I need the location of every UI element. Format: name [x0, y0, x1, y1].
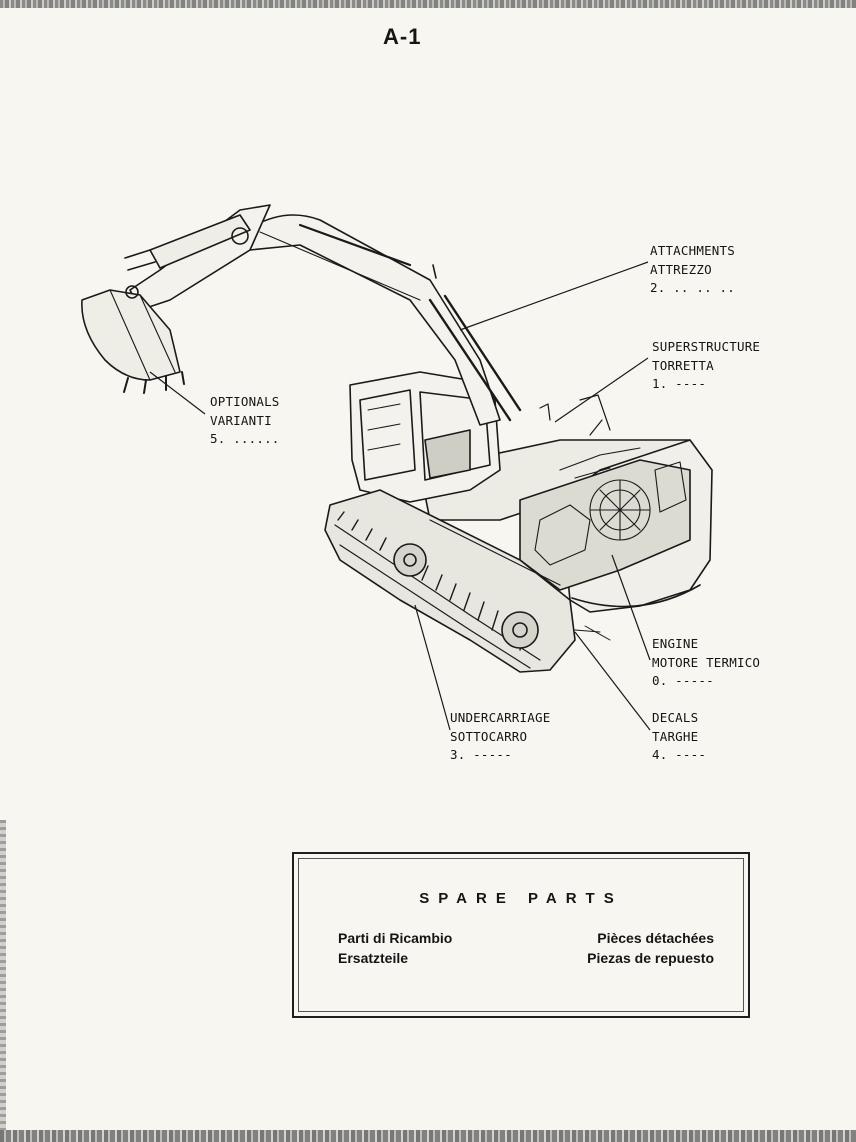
leader-superstructure	[554, 357, 649, 423]
spare-parts-inner-frame	[298, 858, 744, 1012]
spare-parts-german: Ersatzteile	[338, 950, 409, 966]
leader-undercarriage	[414, 604, 451, 731]
callout-decals: DECALS TARGHE 4. ----	[652, 709, 706, 765]
callout-decals-it: TARGHE	[652, 728, 699, 744]
callout-engine: ENGINE MOTORE TERMICO 0. -----	[652, 635, 760, 691]
callout-decals-en: DECALS	[652, 710, 699, 725]
scan-edge-bottom	[0, 1130, 856, 1142]
callout-attachments: ATTACHMENTS ATTREZZO 2. .. .. ..	[650, 242, 735, 298]
callout-engine-it: MOTORE TERMICO	[652, 654, 761, 670]
leader-optionals	[149, 371, 206, 415]
bucket	[81, 289, 181, 381]
spare-parts-box: SPARE PARTS Parti di Ricambio Ersatzteil…	[292, 852, 750, 1018]
callout-attachments-en: ATTACHMENTS	[650, 243, 735, 258]
leader-decals	[574, 631, 651, 731]
spare-parts-french: Pièces détachées	[597, 930, 714, 946]
callout-superstructure-en: SUPERSTRUCTURE	[652, 339, 761, 354]
callout-superstructure-it: TORRETTA	[652, 357, 714, 373]
callout-undercarriage-code: 3. -----	[450, 747, 512, 762]
scan-edge-left	[0, 820, 6, 1130]
spare-parts-spanish: Piezas de repuesto	[587, 950, 714, 966]
callout-optionals-it: VARIANTI	[210, 412, 272, 428]
callout-optionals-code: 5. ......	[210, 431, 280, 446]
callout-undercarriage-it: SOTTOCARRO	[450, 728, 528, 744]
leader-attachments	[459, 261, 649, 331]
callout-optionals-en: OPTIONALS	[210, 394, 280, 409]
scan-edge-top	[0, 0, 856, 8]
callout-superstructure: SUPERSTRUCTURE TORRETTA 1. ----	[652, 338, 760, 394]
callout-decals-code: 4. ----	[652, 747, 707, 762]
spare-parts-italian: Parti di Ricambio	[338, 930, 453, 946]
callout-engine-code: 0. -----	[652, 673, 714, 688]
leader-engine	[611, 554, 651, 661]
callout-optionals: OPTIONALS VARIANTI 5. ......	[210, 393, 280, 449]
page-code: A-1	[383, 24, 422, 49]
callout-attachments-it: ATTREZZO	[650, 261, 712, 277]
callout-undercarriage-en: UNDERCARRIAGE	[450, 710, 551, 725]
callout-undercarriage: UNDERCARRIAGE SOTTOCARRO 3. -----	[450, 709, 550, 765]
callout-superstructure-code: 1. ----	[652, 376, 707, 391]
callout-attachments-code: 2. .. .. ..	[650, 280, 735, 295]
arm	[129, 204, 271, 311]
callout-engine-en: ENGINE	[652, 636, 699, 651]
spare-parts-title: SPARE PARTS	[419, 890, 623, 907]
